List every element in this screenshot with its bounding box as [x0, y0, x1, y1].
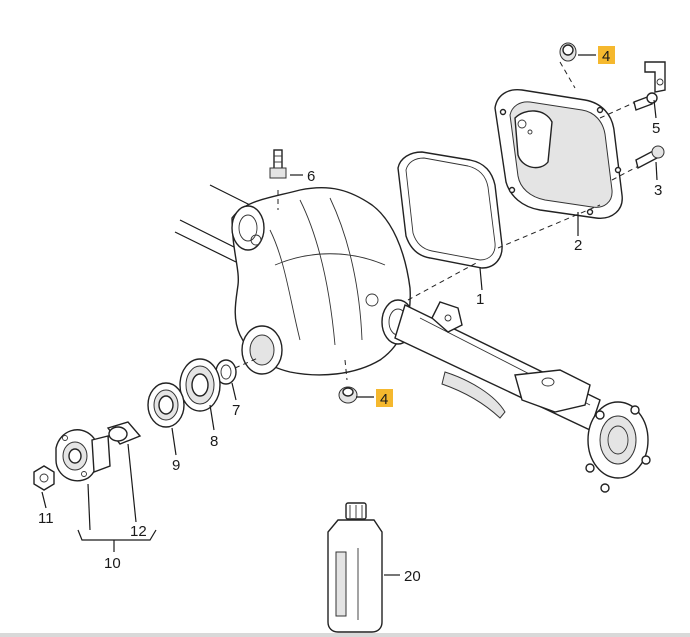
bottom-divider	[0, 633, 690, 637]
callout-6: 6	[307, 168, 315, 185]
callout-4-bottom-highlight	[376, 389, 393, 407]
callout-11: 11	[38, 510, 54, 527]
plug-bottom	[338, 386, 358, 404]
bracket-bolt	[633, 61, 666, 111]
cover-gasket	[397, 151, 503, 269]
spacer-12	[106, 421, 142, 445]
flange-10	[55, 429, 111, 482]
callout-4-top-highlight	[598, 46, 615, 64]
callout-1: 1	[476, 291, 484, 308]
right-axle-tube	[394, 301, 651, 493]
differential-housing	[231, 187, 415, 376]
nut-11	[33, 465, 55, 491]
leader-lines	[41, 54, 658, 576]
bearing-8	[179, 358, 221, 412]
breather-valve	[269, 149, 287, 179]
callout-4-bottom: 4	[380, 391, 388, 408]
differential-cover	[494, 88, 623, 219]
plug-top	[559, 42, 577, 62]
callout-8: 8	[210, 433, 218, 450]
callout-12: 12	[130, 523, 147, 540]
callout-10: 10	[104, 555, 121, 572]
seal-9	[147, 382, 185, 428]
callout-3: 3	[654, 182, 662, 199]
callout-4-top: 4	[602, 48, 610, 65]
callout-5: 5	[652, 120, 660, 137]
bolt-3	[635, 145, 665, 170]
callout-20: 20	[404, 568, 421, 585]
callout-7: 7	[232, 402, 240, 419]
callout-9: 9	[172, 457, 180, 474]
fluid-bottle	[327, 502, 383, 633]
callout-2: 2	[574, 237, 582, 254]
